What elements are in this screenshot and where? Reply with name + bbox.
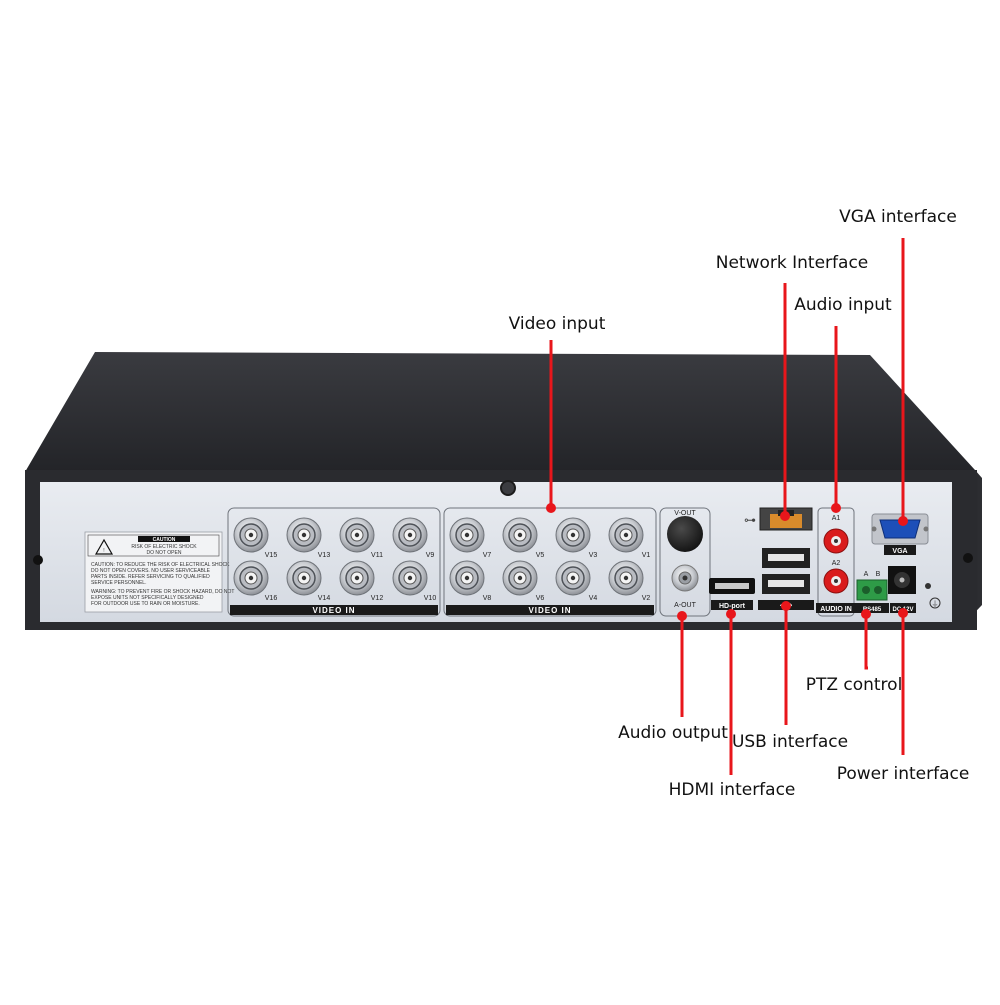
rs485-terminal[interactable]: A B RS485 xyxy=(855,571,889,613)
bnc-label-v6: V6 xyxy=(536,595,545,602)
hdmi-port[interactable]: HD-port xyxy=(709,578,755,610)
bnc-label-v8: V8 xyxy=(483,595,492,602)
callout-line-ptz xyxy=(864,615,868,670)
video-in-left-bar xyxy=(230,605,438,615)
bnc-connector-v7[interactable] xyxy=(449,517,485,553)
callout-lines xyxy=(549,238,905,775)
warning-text-2: EXPOSE UNITS NOT SPECIFICALLY DESIGNED xyxy=(91,595,204,601)
bnc-label-v9: V9 xyxy=(426,552,435,559)
warning-text-1: WARNING: TO PREVENT FIRE OR SHOCK HAZARD… xyxy=(91,589,234,595)
rs485-b-label: B xyxy=(876,571,881,578)
caution-label: ! CAUTION RISK OF ELECTRIC SHOCK DO NOT … xyxy=(84,531,234,613)
video-in-left-frame xyxy=(227,507,441,617)
bnc-connector-v6[interactable] xyxy=(502,560,538,596)
vga-label: VGA xyxy=(892,548,907,555)
a-out-label: A-OUT xyxy=(674,602,697,609)
vga-port[interactable]: VGA xyxy=(871,513,929,555)
bnc-connector-v12[interactable] xyxy=(339,560,375,596)
callout-label-usb: USB interface xyxy=(732,732,848,752)
audio-in-label: AUDIO IN xyxy=(820,606,852,613)
network-icon: ⊶ xyxy=(744,513,756,527)
a2-label: A2 xyxy=(832,560,841,567)
ground-screw: ⏚ xyxy=(925,583,941,609)
video-in-right-label: VIDEO IN xyxy=(528,606,571,615)
bnc-label-v3: V3 xyxy=(589,552,598,559)
callout-label-ptz: PTZ control xyxy=(806,675,903,695)
caution-sub1: RISK OF ELECTRIC SHOCK xyxy=(131,544,197,550)
callout-label-power: Power interface xyxy=(837,764,970,784)
caution-text-2: DO NOT OPEN COVERS. NO USER SERVICEABLE xyxy=(91,568,211,574)
left-screw xyxy=(33,555,43,565)
video-in-left-label: VIDEO IN xyxy=(312,606,355,615)
svg-text:!: ! xyxy=(103,548,104,554)
v-out-label: V-OUT xyxy=(674,510,696,517)
bnc-connector-v16[interactable] xyxy=(233,560,269,596)
bnc-connector-v9[interactable] xyxy=(392,517,428,553)
bnc-label-v14: V14 xyxy=(318,595,331,602)
bnc-label-v16: V16 xyxy=(265,595,278,602)
bnc-connector-v11[interactable] xyxy=(339,517,375,553)
callout-dots xyxy=(546,503,908,621)
bnc-label-v11: V11 xyxy=(371,552,383,559)
bnc-connector-v1[interactable] xyxy=(608,517,644,553)
bnc-connector-v2[interactable] xyxy=(608,560,644,596)
audio-in-block: A1 A2 AUDIO IN xyxy=(816,507,856,617)
right-screw xyxy=(963,553,973,563)
caution-text-1: CAUTION: TO REDUCE THE RISK OF ELECTRICA… xyxy=(91,562,230,568)
warning-triangle-icon xyxy=(94,538,114,555)
caution-text-4: SERVICE PERSONNEL. xyxy=(91,580,146,586)
callout-label-network: Network Interface xyxy=(716,253,869,273)
caution-title: CAUTION xyxy=(153,537,176,543)
bnc-label-v5: V5 xyxy=(536,552,545,559)
bnc-connector-v10[interactable] xyxy=(392,560,428,596)
rs485-a-label: A xyxy=(864,571,869,578)
bnc-connector-v8[interactable] xyxy=(449,560,485,596)
warning-text-3: FOR OUTDOOR USE TO RAIN OR MOISTURE. xyxy=(91,601,200,607)
video-in-right-bar xyxy=(446,605,654,615)
bnc-label-v12: V12 xyxy=(371,595,384,602)
bnc-connector-v15[interactable] xyxy=(233,517,269,553)
callout-label-audio-output: Audio output xyxy=(618,723,728,743)
bnc-connector-v14[interactable] xyxy=(286,560,322,596)
bnc-label-v4: V4 xyxy=(589,595,598,602)
rs485-label: RS485 xyxy=(863,607,882,613)
callout-label-vga: VGA interface xyxy=(839,207,957,227)
caution-text-3: PARTS INSIDE. REFER SERVICING TO QUALIFI… xyxy=(91,574,210,580)
chassis-top xyxy=(25,352,975,472)
callout-label-audio-input: Audio input xyxy=(794,295,892,315)
bnc-connector-v5[interactable] xyxy=(502,517,538,553)
bnc-connector-v13[interactable] xyxy=(286,517,322,553)
bnc-label-v2: V2 xyxy=(642,595,651,602)
bnc-connector-v4[interactable] xyxy=(555,560,591,596)
ground-icon: ⏚ xyxy=(932,600,939,608)
bnc-label-v7: V7 xyxy=(483,552,492,559)
dc-power-jack[interactable]: DC 12V xyxy=(888,566,916,613)
top-screw xyxy=(500,480,516,496)
bnc-label-v13: V13 xyxy=(318,552,331,559)
bnc-connector-v3[interactable] xyxy=(555,517,591,553)
bnc-label-v15: V15 xyxy=(265,552,278,559)
callout-label-hdmi: HDMI interface xyxy=(669,780,796,800)
hd-port-label: HD-port xyxy=(719,603,746,610)
a1-label: A1 xyxy=(832,515,841,522)
bnc-label-v1: V1 xyxy=(642,552,651,559)
caution-sub2: DO NOT OPEN xyxy=(147,550,182,556)
bnc-label-v10: V10 xyxy=(424,595,437,602)
callout-label-video-input: Video input xyxy=(509,314,606,334)
v-out-knob[interactable] xyxy=(667,516,703,552)
